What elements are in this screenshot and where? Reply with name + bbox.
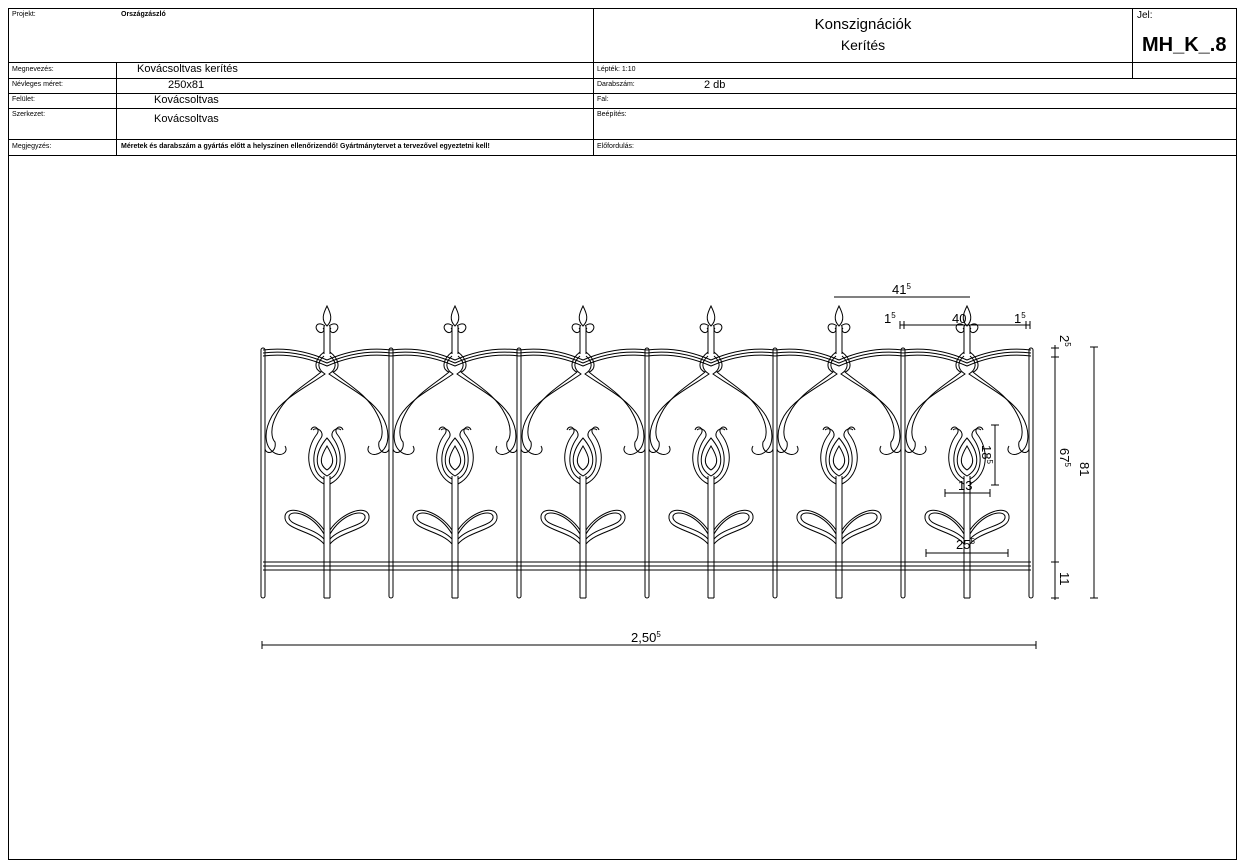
szerkezet-value: Kovácsoltvas <box>154 113 219 125</box>
dim-41-sup: 5 <box>906 282 911 291</box>
nevleges-label: Névleges méret: <box>12 81 63 88</box>
dim-81: 81 <box>1077 462 1092 476</box>
dim-67-sup: 5 <box>1063 462 1072 467</box>
svg-text:15: 15 <box>884 311 896 326</box>
top-rail <box>774 348 904 361</box>
dim-1b-sup: 5 <box>1021 311 1026 320</box>
megnevezes-label: Megnevezés: <box>12 66 54 73</box>
dim-2-sup: 5 <box>1063 342 1072 347</box>
dim-250-sup: 5 <box>656 630 661 639</box>
svg-text:15: 15 <box>1014 311 1026 326</box>
ornament-panel <box>264 305 390 599</box>
megjegyzes-value: Méretek és darabszám a gyártás előtt a h… <box>121 143 490 150</box>
dim-13: 13 <box>958 478 972 493</box>
felulet-label: Felület: <box>12 96 35 103</box>
top-rail <box>390 354 520 367</box>
megjegyzes-label: Megjegyzés: <box>12 143 52 150</box>
dim-18: 18 <box>979 445 994 459</box>
top-rail <box>262 354 392 367</box>
top-rail <box>646 348 776 361</box>
top-rail <box>902 351 1032 364</box>
ornament-panel <box>520 305 646 599</box>
top-rail <box>518 354 648 367</box>
dim-41: 41 <box>892 282 906 297</box>
dim-1a-sup: 5 <box>891 311 896 320</box>
top-rail <box>262 348 392 361</box>
top-rail <box>390 351 520 364</box>
dim-67: 67 <box>1057 448 1072 462</box>
top-rail <box>518 348 648 361</box>
svg-text:675: 675 <box>1057 448 1072 467</box>
dim-2: 2 <box>1057 335 1072 342</box>
nevleges-value: 250x81 <box>168 79 205 91</box>
project-value: Országzászló <box>121 11 166 18</box>
fence-post <box>772 347 778 599</box>
fence-post <box>516 347 522 599</box>
top-rail <box>390 348 520 361</box>
megnevezes-value: Kovácsoltvas kerítés <box>137 63 238 75</box>
fence-post <box>900 347 906 599</box>
fence-post <box>644 347 650 599</box>
szerkezet-label: Szerkezet: <box>12 111 46 118</box>
top-rail <box>518 351 648 364</box>
darabszam-value: 2 db <box>704 79 726 91</box>
sheet-frame <box>8 8 1237 860</box>
ornament-panel <box>392 305 518 599</box>
ornament-panel <box>904 305 1030 599</box>
leptek-label: Lépték: 1:10 <box>597 66 636 73</box>
sheet-title: Konszignációk <box>814 16 912 33</box>
fence-post <box>260 347 266 599</box>
dim-40: 40 <box>952 311 966 326</box>
sheet-subtitle: Kerítés <box>840 37 886 53</box>
dim-25: 25 <box>956 537 970 552</box>
svg-text:415: 415 <box>892 282 911 297</box>
project-label: Projekt: <box>12 11 36 18</box>
svg-text:185: 185 <box>979 445 994 464</box>
jel-label: Jel: <box>1137 10 1153 21</box>
jel-value: MH_K_.8 <box>1142 34 1227 56</box>
ornament-panel <box>776 305 902 599</box>
dim-1b: 1 <box>1014 311 1021 326</box>
top-rail <box>902 348 1032 361</box>
top-rail <box>774 354 904 367</box>
top-rail <box>646 351 776 364</box>
fal-label: Fal: <box>597 96 609 103</box>
svg-text:255: 255 <box>956 537 975 552</box>
top-rail <box>262 351 392 364</box>
darabszam-label: Darabszám: <box>597 81 635 88</box>
dim-250: 2,50 <box>631 630 656 645</box>
dim-11: 11 <box>1057 572 1072 586</box>
fence-post <box>1028 347 1034 599</box>
elofordulas-label: Előfordulás: <box>597 143 634 150</box>
svg-text:25: 25 <box>1057 335 1072 347</box>
dim-18-sup: 5 <box>985 459 994 464</box>
beepites-label: Beépítés: <box>597 111 627 118</box>
top-rail <box>774 351 904 364</box>
felulet-value: Kovácsoltvas <box>154 94 219 106</box>
dim-25-sup: 5 <box>970 537 975 546</box>
svg-text:2,505: 2,505 <box>631 630 661 645</box>
ornament-panel <box>648 305 774 599</box>
top-rail <box>902 354 1032 367</box>
fence-post <box>388 347 394 599</box>
dim-1a: 1 <box>884 311 891 326</box>
top-rail <box>646 354 776 367</box>
